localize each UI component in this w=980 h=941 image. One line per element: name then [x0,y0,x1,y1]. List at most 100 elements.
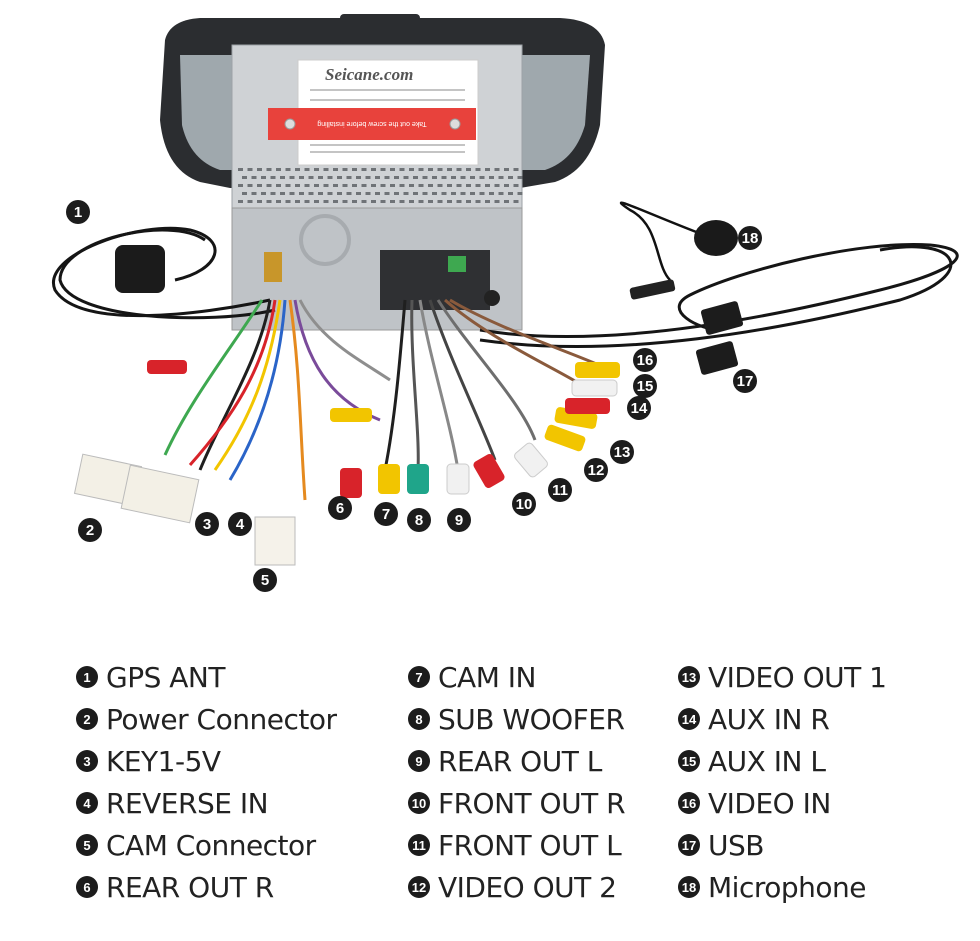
vent-hole [437,200,443,203]
vent-hole [475,168,481,171]
vent-hole [513,184,519,187]
vent-hole [295,168,300,171]
vent-hole [308,176,314,179]
legend-badge: 9 [408,750,430,772]
callout-4: 4 [228,512,252,536]
callout-5: 5 [253,568,277,592]
vent-hole [413,176,418,179]
bezel-top-tab [340,14,420,44]
vent-hole [318,176,323,179]
legend-label: REVERSE IN [106,786,269,820]
legend-badge: 5 [76,834,98,856]
vent-hole [323,200,329,203]
vent-hole [285,184,291,187]
rca-plug [575,362,620,378]
vent-hole [308,192,314,195]
callout-10: 10 [512,492,536,516]
vent-hole [422,192,428,195]
rca-plug [147,360,187,374]
vent-hole [251,176,257,179]
legend-badge: 4 [76,792,98,814]
legend-badge: 7 [408,666,430,688]
vent-hole [384,176,390,179]
legend-label: CAM Connector [106,828,316,862]
vent-hole [390,184,395,187]
legend-badge: 10 [408,792,430,814]
vent-hole [504,184,509,187]
vent-hole [494,184,500,187]
gps-cable-loop [58,228,276,320]
vent-hole [470,192,475,195]
usb-plug-1 [700,301,744,335]
vent-hole [466,168,471,171]
legend-item: 5 CAM Connector [76,824,336,866]
vent-hole [418,184,424,187]
legend-label: USB [708,828,764,862]
legend-item: 4 REVERSE IN [76,782,336,824]
legend-label: AUX IN L [708,744,826,778]
vent-hole [466,184,471,187]
vent-hole [365,176,371,179]
vent-hole [432,176,437,179]
vent-hole [485,200,490,203]
vent-hole [247,200,253,203]
legend-badge: 12 [408,876,430,898]
rca-plug [571,379,618,397]
vent-hole [270,176,276,179]
legend-label: KEY1-5V [106,744,221,778]
vent-hole [337,176,342,179]
vent-hole [356,192,361,195]
vent-hole [238,168,243,171]
brand-text: Seicane.com [325,65,413,84]
warning-strip [268,108,476,140]
vent-hole [238,200,243,203]
vent-hole [399,184,405,187]
vent-hole [299,192,304,195]
vent-hole [342,200,348,203]
callout-7: 7 [374,502,398,526]
vent-hole [399,168,405,171]
callout-16: 16 [633,348,657,372]
vent-hole [451,192,456,195]
screw-right [449,118,461,130]
vent-hole [475,184,481,187]
vent-hole [247,168,253,171]
vent-hole [276,184,281,187]
vent-hole [513,168,519,171]
vent-holes [238,168,523,203]
vent-hole [504,168,509,171]
vent-hole [361,184,367,187]
vent-hole [346,176,352,179]
legend-badge: 15 [678,750,700,772]
vent-hole [517,176,523,179]
panel-emboss [299,214,351,266]
vent-hole [299,176,304,179]
main-socket [380,250,490,310]
vent-hole [413,192,418,195]
legend-label: Microphone [708,870,866,904]
cam-connector [254,516,296,566]
vent-hole [375,192,380,195]
vent-hole [261,176,266,179]
vent-hole [418,200,424,203]
vent-hole [447,200,452,203]
vent-hole [247,184,253,187]
vent-hole [380,168,386,171]
vent-hole [466,200,471,203]
vent-hole [403,176,409,179]
legend-label: REAR OUT L [438,744,602,778]
legend-badge: 1 [76,666,98,688]
legend-badge: 16 [678,792,700,814]
vent-hole [380,184,386,187]
vent-hole [304,184,310,187]
